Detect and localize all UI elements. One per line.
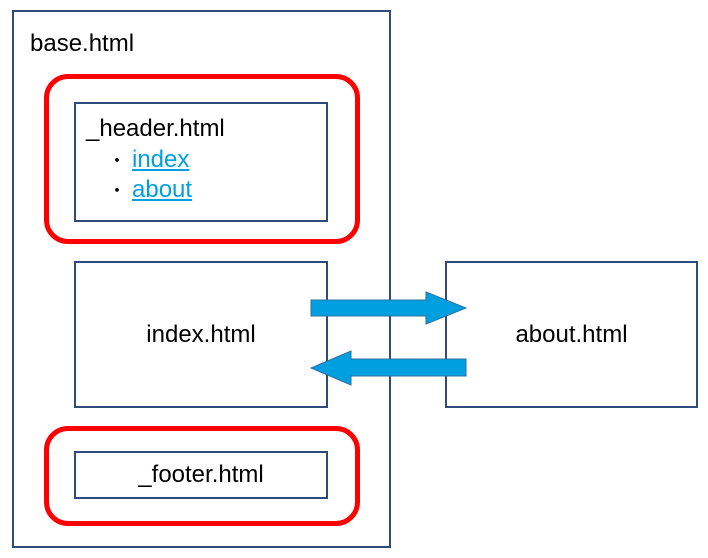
header-html-label: _header.html bbox=[86, 115, 225, 142]
about-link[interactable]: about bbox=[132, 176, 193, 203]
footer-html-box: _footer.html bbox=[74, 451, 328, 499]
about-html-box: about.html bbox=[445, 261, 698, 408]
arrow-right-icon bbox=[310, 291, 468, 325]
header-highlight bbox=[44, 74, 360, 244]
index-html-label: index.html bbox=[146, 320, 256, 348]
index-link[interactable]: index bbox=[132, 146, 190, 173]
header-link-item-about: ・ about bbox=[108, 176, 192, 204]
arrow-left-icon bbox=[309, 350, 467, 386]
bullet-icon: ・ bbox=[108, 151, 126, 171]
index-html-box: index.html bbox=[74, 261, 328, 408]
footer-highlight bbox=[44, 426, 360, 526]
about-html-label: about.html bbox=[515, 320, 628, 348]
header-link-item-index: ・ index bbox=[108, 146, 189, 174]
header-html-box bbox=[74, 102, 328, 222]
base-html-label: base.html bbox=[30, 30, 135, 57]
footer-html-label: _footer.html bbox=[138, 461, 264, 488]
bullet-icon: ・ bbox=[108, 181, 126, 201]
